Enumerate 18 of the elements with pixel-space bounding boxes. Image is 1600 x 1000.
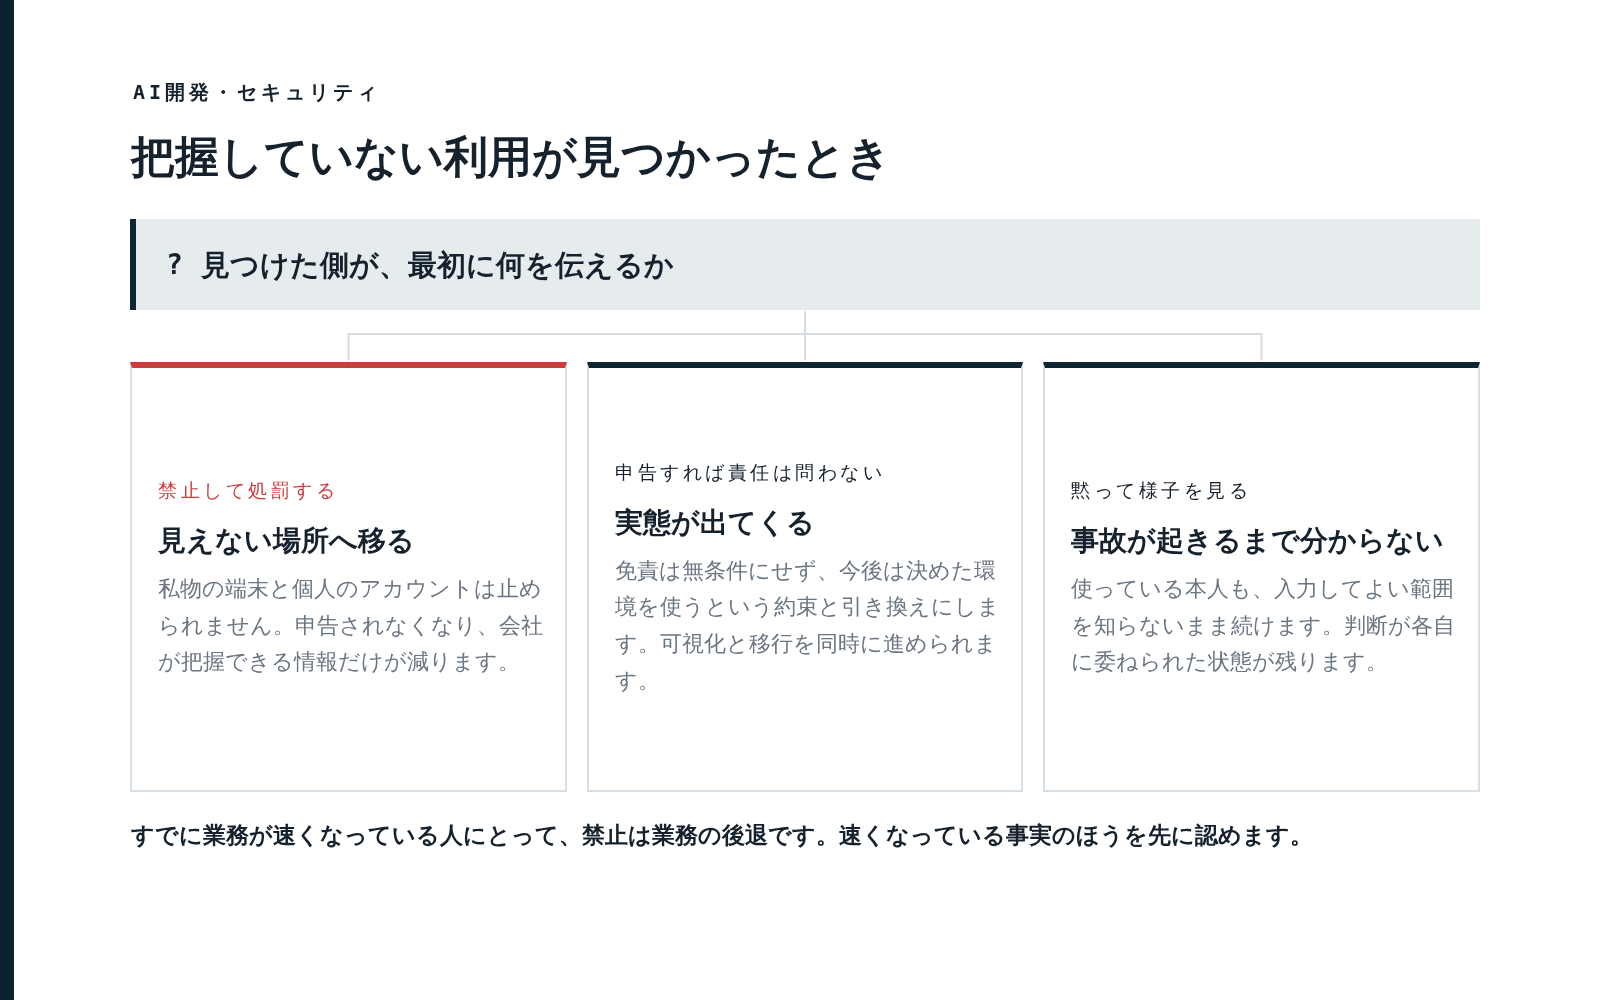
band-heading: 見つけた側が、最初に何を伝えるか	[200, 246, 674, 284]
card-kicker: 申告すれば責任は問わない	[615, 459, 885, 485]
card-kicker: 禁止して処罰する	[158, 477, 338, 503]
option-card	[130, 362, 567, 792]
card-kicker: 黙って様子を見る	[1071, 477, 1251, 503]
card-heading: 事故が起きるまで分からない	[1071, 522, 1444, 559]
category-label: AI開発・セキュリティ	[133, 79, 382, 106]
option-card	[1043, 362, 1480, 792]
card-heading: 見えない場所へ移る	[158, 522, 415, 559]
page-title: 把握していない利用が見つかったとき	[131, 130, 891, 184]
option-card	[587, 362, 1023, 792]
card-body: 免責は無条件にせず、今後は決めた環境を使うという約束と引き換えにします。可視化と移行を同時に進められます。	[615, 556, 1001, 695]
question-mark: ?	[166, 246, 183, 283]
card-body: 使っている本人も、入力してよい範囲を知らないまま続けます。判断が各自に委ねられた状態が残ります。	[1071, 574, 1456, 677]
summary-text: すでに業務が速くなっている人にとって、禁止は業務の後退です。速くなっている事実のほうを先に認めます。	[131, 821, 1313, 850]
card-heading: 実態が出てくる	[615, 504, 815, 541]
question-band	[130, 219, 1480, 310]
card-body: 私物の端末と個人のアカウントは止められません。申告されなくなり、会社が把握できる情報だけが減ります。	[158, 574, 544, 677]
